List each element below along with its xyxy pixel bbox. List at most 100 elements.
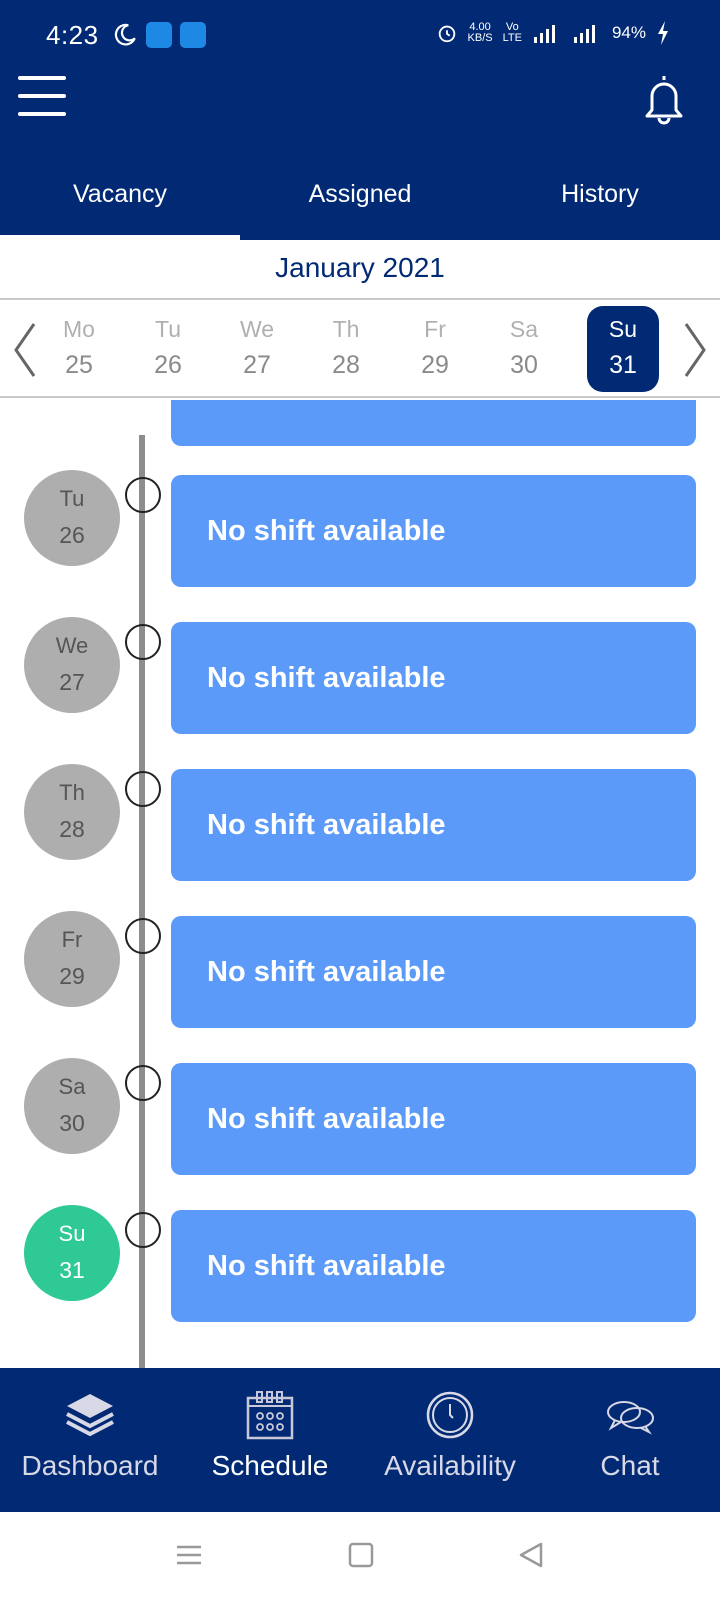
day-name: Tu: [155, 316, 181, 342]
nav-label: Dashboard: [21, 1450, 159, 1481]
date-badge-day: Th: [59, 780, 85, 805]
shift-card-partial[interactable]: [171, 400, 696, 446]
timeline-node: [125, 477, 161, 513]
day-date: 26: [154, 351, 182, 379]
day-date: 25: [65, 351, 93, 379]
date-badge-today: Su 31: [24, 1205, 120, 1301]
system-navigation-bar: [0, 1512, 720, 1600]
shift-card[interactable]: No shift available: [171, 475, 696, 587]
tab-assigned[interactable]: Assigned: [240, 170, 480, 240]
week-day-28[interactable]: Th 28: [310, 306, 382, 392]
day-date: 30: [510, 351, 538, 379]
date-badge-date: 30: [59, 1110, 85, 1136]
month-title: January 2021: [0, 240, 720, 300]
back-triangle-icon[interactable]: [516, 1540, 546, 1570]
usb-notification-icon: [180, 22, 206, 48]
timeline-row: Sa 30 No shift available: [0, 1058, 720, 1175]
day-name: Th: [332, 316, 360, 342]
shift-card[interactable]: No shift available: [171, 1063, 696, 1175]
day-date: 28: [332, 351, 360, 379]
day-name: Mo: [63, 316, 95, 342]
battery-percent: 94%: [611, 23, 646, 42]
next-week-chevron-icon[interactable]: [680, 320, 710, 380]
calendar-icon: [246, 1391, 294, 1440]
day-date: 29: [421, 351, 449, 379]
day-name: Fr: [424, 316, 446, 342]
day-name: Su: [608, 316, 638, 342]
timeline-row: Su 31 No shift available: [0, 1205, 720, 1322]
chat-bubbles-icon: [607, 1401, 654, 1435]
week-days: Mo 25 Tu 26 We 27 Th 28 Fr 29 Sa 30 Su 3…: [35, 306, 665, 394]
day-name: We: [239, 316, 275, 342]
status-time: 4:23: [46, 20, 99, 50]
date-badge-day: Sa: [58, 1074, 86, 1099]
schedule-tabs: Vacancy Assigned History: [0, 170, 720, 240]
tab-label: Assigned: [308, 180, 412, 208]
date-badge-date: 28: [59, 816, 85, 842]
layers-icon: [66, 1394, 114, 1437]
date-badge-day: Tu: [59, 486, 85, 511]
week-day-29[interactable]: Fr 29: [399, 306, 471, 392]
timeline-line: [139, 435, 145, 1368]
shift-card[interactable]: No shift available: [171, 916, 696, 1028]
date-badge-date: 26: [59, 522, 85, 548]
nav-dashboard[interactable]: Dashboard: [0, 1368, 180, 1512]
date-badge-day: Su: [58, 1221, 86, 1246]
android-notification-icon: [146, 22, 172, 48]
date-badge: We 27: [24, 617, 120, 713]
timeline-node: [125, 1212, 161, 1248]
week-day-26[interactable]: Tu 26: [132, 306, 204, 392]
alarm-icon: [438, 25, 455, 43]
week-selector: Mo 25 Tu 26 We 27 Th 28 Fr 29 Sa 30 Su 3…: [0, 302, 720, 398]
recent-apps-icon[interactable]: [174, 1540, 204, 1570]
timeline-node: [125, 1065, 161, 1101]
clock-icon: [426, 1391, 474, 1439]
timeline-node: [125, 918, 161, 954]
date-badge: Fr 29: [24, 911, 120, 1007]
nav-label: Schedule: [211, 1450, 329, 1481]
notification-bell-icon[interactable]: [642, 72, 686, 126]
shift-card[interactable]: No shift available: [171, 1210, 696, 1322]
date-badge: Tu 26: [24, 470, 120, 566]
home-square-icon[interactable]: [346, 1540, 376, 1570]
date-badge: Th 28: [24, 764, 120, 860]
signal-strength-icon: [533, 25, 555, 43]
bottom-navigation: Dashboard Schedule Availability: [0, 1368, 720, 1512]
app-header: Vacancy Assigned History: [0, 70, 720, 240]
nav-availability[interactable]: Availability: [360, 1368, 540, 1512]
tab-label: History: [561, 180, 639, 208]
nav-label: Availability: [384, 1450, 516, 1481]
date-badge: Sa 30: [24, 1058, 120, 1154]
date-badge-date: 27: [59, 669, 85, 695]
nav-chat[interactable]: Chat: [540, 1368, 720, 1512]
hamburger-menu-icon[interactable]: [18, 76, 68, 120]
day-name: Sa: [509, 316, 539, 342]
timeline-node: [125, 624, 161, 660]
week-day-25[interactable]: Mo 25: [43, 306, 115, 392]
tab-history[interactable]: History: [480, 170, 720, 240]
week-day-27[interactable]: We 27: [221, 306, 293, 392]
timeline-row: Fr 29 No shift available: [0, 911, 720, 1028]
timeline-row: Tu 26 No shift available: [0, 470, 720, 587]
day-date: 31: [609, 351, 637, 379]
nav-schedule[interactable]: Schedule: [180, 1368, 360, 1512]
battery-charging-icon: [658, 21, 668, 45]
date-badge-day: Fr: [61, 927, 83, 952]
tab-vacancy[interactable]: Vacancy: [0, 170, 240, 240]
week-day-31-selected[interactable]: Su 31: [587, 306, 659, 392]
date-badge-date: 29: [59, 963, 85, 989]
shift-timeline[interactable]: Tu 26 No shift available We 27 No shift …: [0, 400, 720, 1368]
day-date: 27: [243, 351, 271, 379]
shift-card[interactable]: No shift available: [171, 622, 696, 734]
previous-week-chevron-icon[interactable]: [10, 320, 40, 380]
shift-card[interactable]: No shift available: [171, 769, 696, 881]
do-not-disturb-moon-icon: [114, 23, 136, 46]
week-day-30[interactable]: Sa 30: [488, 306, 560, 392]
4g-signal-icon: [573, 25, 595, 43]
timeline-row: We 27 No shift available: [0, 617, 720, 734]
timeline-row: Th 28 No shift available: [0, 764, 720, 881]
